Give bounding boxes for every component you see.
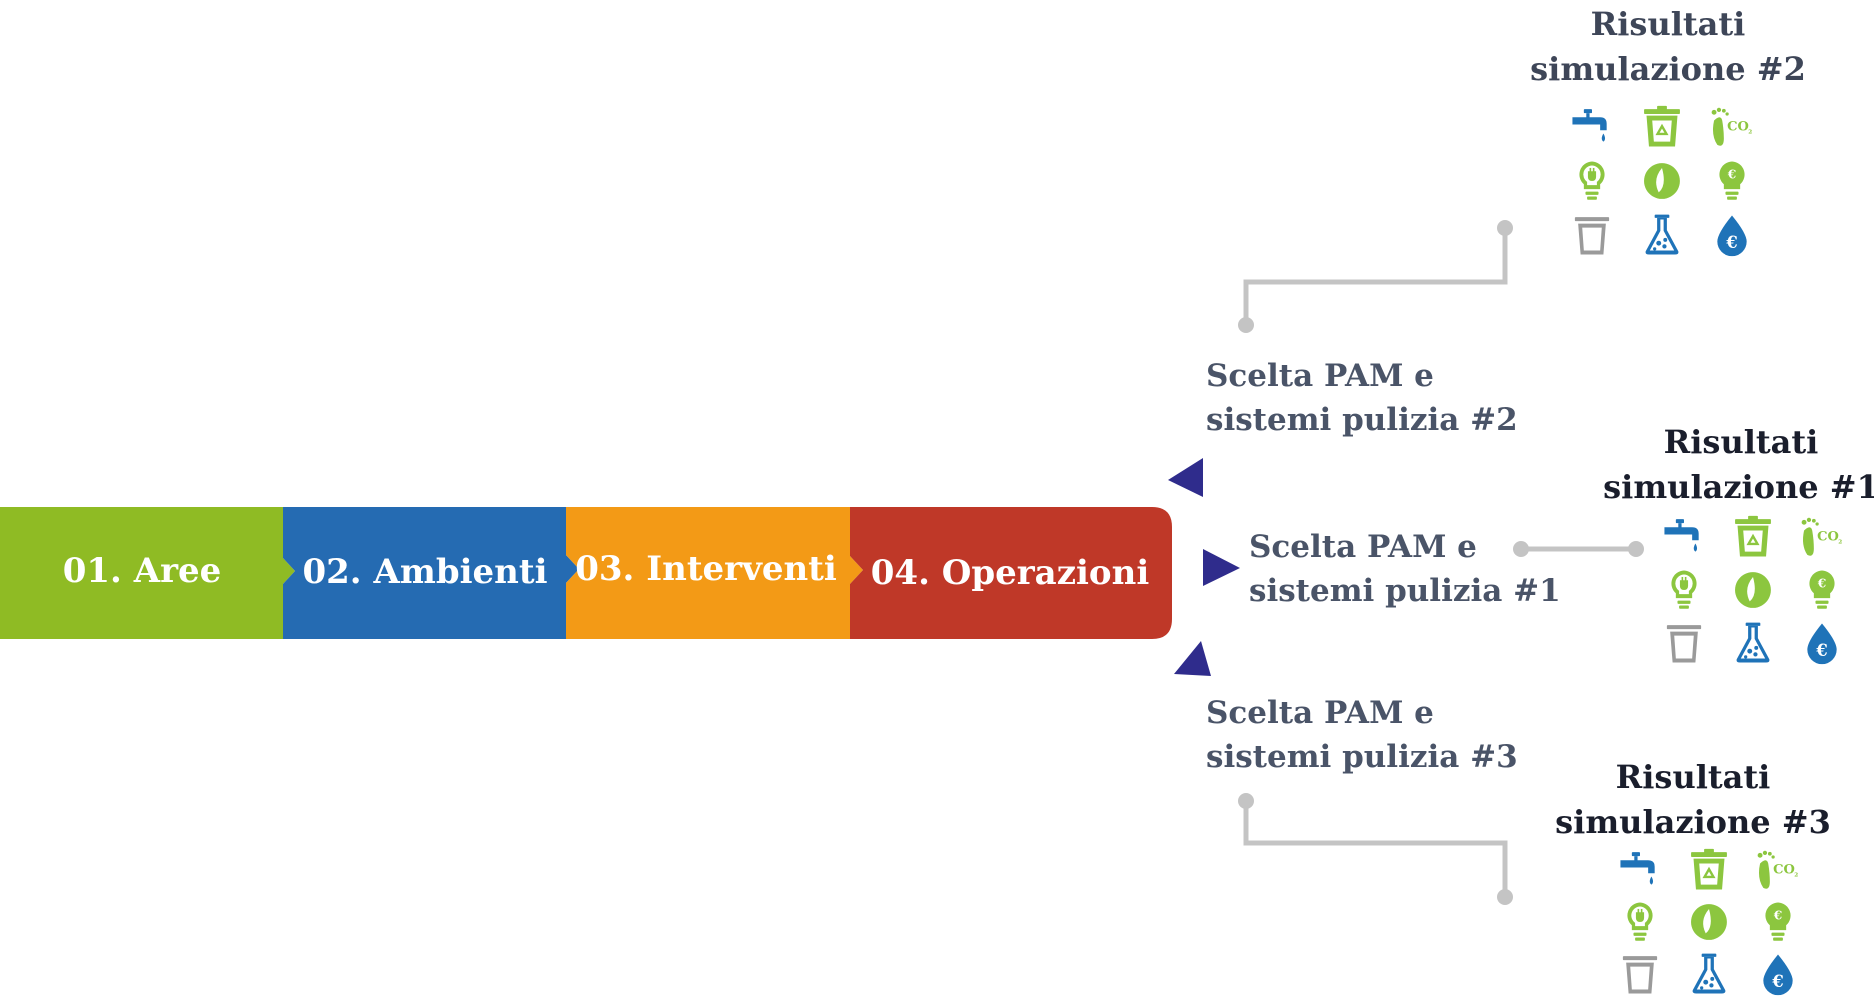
water-cost-icon bbox=[1717, 215, 1747, 257]
choice-2-line1: Scelta PAM e bbox=[1206, 358, 1434, 394]
step-ambienti-label: 02. Ambienti bbox=[302, 552, 547, 592]
choice-2: Scelta PAM e sistemi pulizia #2 bbox=[1206, 358, 1518, 438]
step-interventi-label: 03. Interventi bbox=[575, 549, 837, 589]
co2-footprint-icon bbox=[1801, 517, 1843, 556]
result-1: Risultati simulazione #1 bbox=[1603, 423, 1874, 506]
result-2-line2: simulazione #2 bbox=[1530, 50, 1806, 88]
choice-1-line1: Scelta PAM e bbox=[1249, 529, 1477, 565]
arrow-down-left bbox=[1174, 641, 1211, 676]
leaf-icon bbox=[1735, 572, 1771, 608]
choice-3-line1: Scelta PAM e bbox=[1206, 695, 1434, 731]
waste-bin-icon bbox=[1622, 956, 1658, 994]
recycle-bin-icon bbox=[1644, 105, 1680, 147]
connector-choice-3 bbox=[1238, 793, 1513, 905]
recycle-bin-icon bbox=[1735, 515, 1771, 557]
choice-3: Scelta PAM e sistemi pulizia #3 bbox=[1206, 695, 1518, 775]
step-interventi[interactable] bbox=[566, 507, 863, 639]
result-2-icons bbox=[1572, 105, 1753, 257]
result-3: Risultati simulazione #3 bbox=[1555, 758, 1831, 841]
waste-bin-icon bbox=[1574, 217, 1610, 255]
step-aree[interactable] bbox=[0, 507, 295, 639]
connector-choice-1 bbox=[1513, 541, 1644, 557]
result-1-line1: Risultati bbox=[1664, 423, 1819, 461]
chemical-flask-icon bbox=[1736, 622, 1770, 663]
euro-bulb-icon bbox=[1809, 570, 1835, 609]
water-tap-icon bbox=[1664, 519, 1699, 552]
result-3-icons bbox=[1620, 848, 1799, 996]
co2-footprint-icon bbox=[1757, 850, 1799, 889]
leaf-icon bbox=[1644, 163, 1680, 199]
euro-bulb-icon bbox=[1765, 902, 1791, 941]
waste-bin-icon bbox=[1666, 625, 1702, 663]
choice-3-line2: sistemi pulizia #3 bbox=[1206, 739, 1518, 775]
leaf-icon bbox=[1691, 904, 1727, 940]
chemical-flask-icon bbox=[1692, 953, 1726, 994]
result-1-icons bbox=[1664, 515, 1843, 665]
connector-choice-2 bbox=[1238, 220, 1513, 333]
energy-bulb-icon bbox=[1579, 161, 1605, 200]
energy-bulb-icon bbox=[1627, 902, 1653, 941]
result-3-line2: simulazione #3 bbox=[1555, 803, 1831, 841]
step-ambienti[interactable] bbox=[283, 507, 579, 639]
result-2-line1: Risultati bbox=[1591, 5, 1746, 43]
water-cost-icon bbox=[1807, 623, 1837, 665]
result-1-line2: simulazione #1 bbox=[1603, 468, 1874, 506]
co2-footprint-icon bbox=[1711, 107, 1753, 146]
water-tap-icon bbox=[1620, 852, 1655, 885]
water-cost-icon bbox=[1763, 954, 1793, 996]
arrow-up-left bbox=[1168, 458, 1203, 497]
water-tap-icon bbox=[1572, 109, 1607, 142]
choice-2-line2: sistemi pulizia #2 bbox=[1206, 402, 1518, 438]
recycle-bin-icon bbox=[1691, 848, 1727, 890]
step-operazioni-label: 04. Operazioni bbox=[871, 553, 1150, 593]
step-aree-label: 01. Aree bbox=[63, 551, 222, 591]
step-operazioni[interactable] bbox=[850, 507, 1172, 639]
result-2: Risultati simulazione #2 bbox=[1530, 5, 1806, 88]
result-3-line1: Risultati bbox=[1616, 758, 1771, 796]
arrow-right bbox=[1203, 549, 1240, 586]
choice-1-line2: sistemi pulizia #1 bbox=[1249, 573, 1561, 609]
choice-1: Scelta PAM e sistemi pulizia #1 bbox=[1249, 529, 1561, 609]
euro-bulb-icon bbox=[1719, 161, 1745, 200]
chemical-flask-icon bbox=[1645, 214, 1679, 255]
energy-bulb-icon bbox=[1671, 570, 1697, 609]
process-bar: 01. Aree 02. Ambienti 03. Interventi 04.… bbox=[0, 507, 1172, 639]
